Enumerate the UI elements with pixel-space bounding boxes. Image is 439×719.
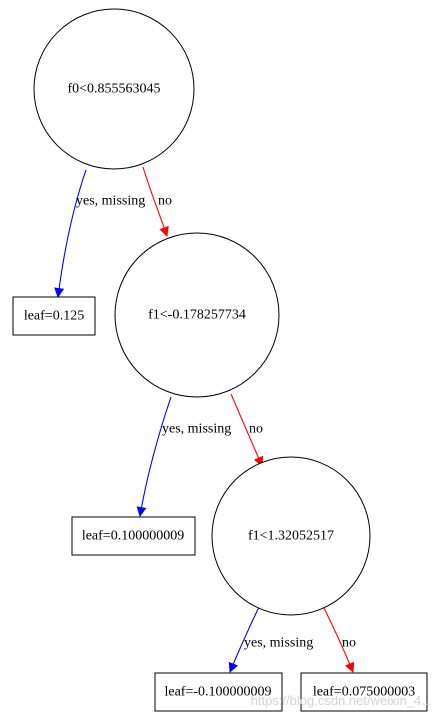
leaf-node: leaf=0.075000003 — [300, 672, 428, 712]
split-node-f0: f0<0.855563045 — [33, 8, 195, 170]
leaf-node: leaf=0.100000009 — [71, 516, 196, 556]
edge-f1a-yes: yes, missing — [136, 396, 231, 517]
split-node-f1-b: f1<1.32052517 — [211, 456, 371, 616]
edge-label-no: no — [249, 422, 263, 437]
edge-f1a-no: no — [230, 393, 264, 467]
leaf-node: leaf=-0.100000009 — [154, 672, 283, 712]
edge-label-yes-missing: yes, missing — [76, 194, 145, 209]
edge-label-yes-missing: yes, missing — [162, 422, 231, 437]
edge-label-no: no — [342, 636, 356, 651]
edge-f1b-yes: yes, missing — [228, 606, 313, 673]
split-node-label: f1<-0.178257734 — [148, 308, 246, 323]
leaf-node-label: leaf=0.125 — [24, 309, 84, 324]
edge-root-yes: yes, missing — [54, 169, 145, 298]
edge-label-yes-missing: yes, missing — [244, 636, 313, 651]
split-node-label: f1<1.32052517 — [248, 529, 334, 544]
edge-root-no: no — [142, 166, 172, 237]
split-node-label: f0<0.855563045 — [67, 82, 160, 97]
leaf-node-label: leaf=-0.100000009 — [164, 685, 271, 700]
leaf-node-label: leaf=0.100000009 — [82, 529, 184, 544]
leaf-node: leaf=0.125 — [12, 296, 96, 336]
watermark-text: https://blog.csdn.net/weixin_4... — [251, 693, 432, 708]
edge-f1b-no: no — [322, 605, 356, 673]
edge-label-no: no — [158, 194, 172, 209]
split-node-f1-a: f1<-0.178257734 — [114, 232, 280, 398]
leaf-node-label: leaf=0.075000003 — [313, 685, 415, 700]
